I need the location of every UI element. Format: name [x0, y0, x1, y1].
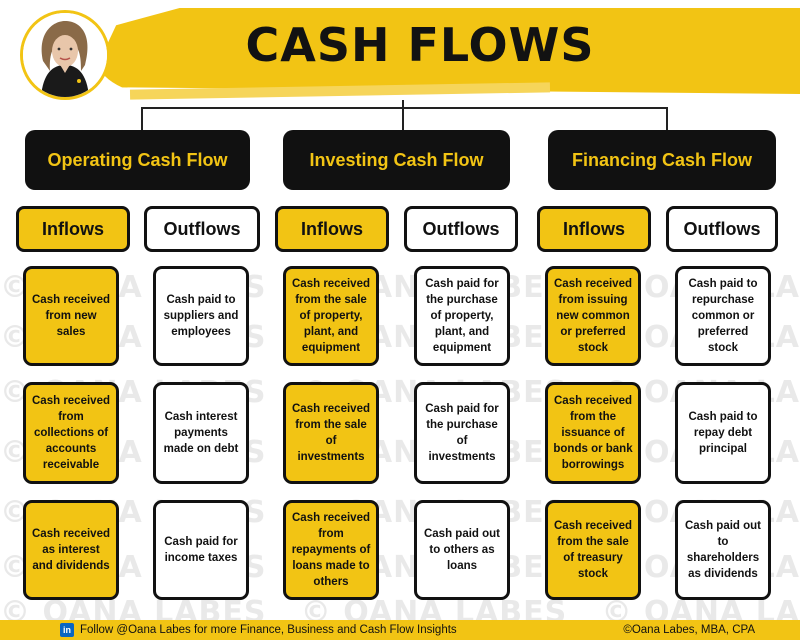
investing-inflow-item: Cash received from the sale of property,… [283, 266, 379, 366]
financing-outflows-header: Outflows [666, 206, 778, 252]
investing-inflows-header: Inflows [275, 206, 389, 252]
category-operating: Operating Cash Flow [25, 130, 250, 190]
investing-inflow-item: Cash received from the sale of investmen… [283, 382, 379, 484]
financing-inflow-item: Cash received from issuing new common or… [545, 266, 641, 366]
financing-inflows-header: Inflows [537, 206, 651, 252]
investing-inflow-item: Cash received from repayments of loans m… [283, 500, 379, 600]
investing-outflow-item: Cash paid out to others as loans [414, 500, 510, 600]
footer-copyright: ©Oana Labes, MBA, CPA [623, 624, 755, 636]
avatar-portrait-icon [23, 13, 107, 97]
title-banner [95, 8, 800, 94]
financing-outflow-item: Cash paid out to shareholders as dividen… [675, 500, 771, 600]
operating-outflow-item: Cash paid to suppliers and employees [153, 266, 249, 366]
operating-inflow-item: Cash received from collections of accoun… [23, 382, 119, 484]
financing-outflow-item: Cash paid to repay debt principal [675, 382, 771, 484]
operating-outflow-item: Cash interest payments made on debt [153, 382, 249, 484]
page-title: CASH FLOWS [245, 18, 595, 72]
category-investing: Investing Cash Flow [283, 130, 510, 190]
tree-connector [666, 107, 668, 131]
footer-follow-text[interactable]: Follow @Oana Labes for more Finance, Bus… [80, 624, 457, 636]
investing-outflows-header: Outflows [404, 206, 518, 252]
operating-outflow-item: Cash paid for income taxes [153, 500, 249, 600]
linkedin-icon[interactable]: in [60, 623, 74, 637]
tree-connector [141, 107, 667, 109]
operating-outflows-header: Outflows [144, 206, 260, 252]
operating-inflows-header: Inflows [16, 206, 130, 252]
category-financing: Financing Cash Flow [548, 130, 776, 190]
footer-bar: in Follow @Oana Labes for more Finance, … [0, 620, 800, 640]
tree-connector [402, 107, 404, 131]
financing-inflow-item: Cash received from the sale of treasury … [545, 500, 641, 600]
investing-outflow-item: Cash paid for the purchase of investment… [414, 382, 510, 484]
operating-inflow-item: Cash received from new sales [23, 266, 119, 366]
author-avatar [20, 10, 110, 100]
financing-inflow-item: Cash received from the issuance of bonds… [545, 382, 641, 484]
investing-outflow-item: Cash paid for the purchase of property, … [414, 266, 510, 366]
financing-outflow-item: Cash paid to repurchase common or prefer… [675, 266, 771, 366]
operating-inflow-item: Cash received as interest and dividends [23, 500, 119, 600]
tree-connector [402, 100, 404, 108]
tree-connector [141, 107, 143, 131]
